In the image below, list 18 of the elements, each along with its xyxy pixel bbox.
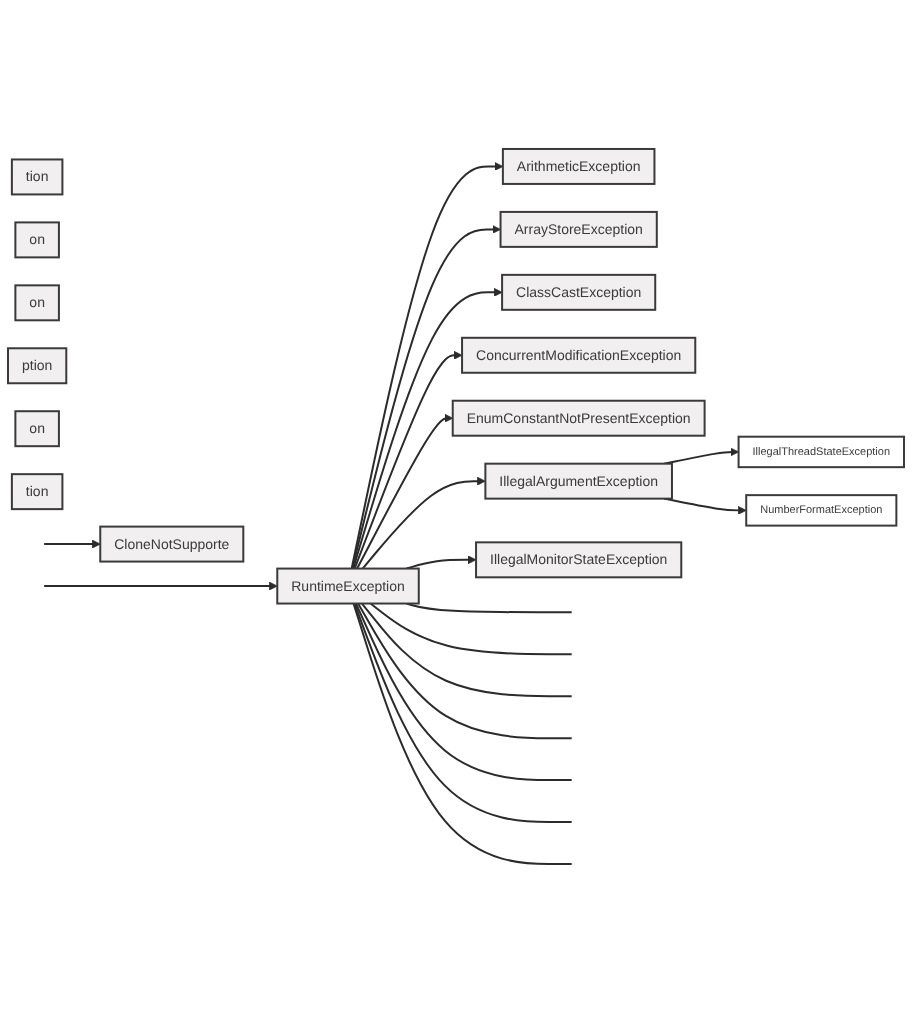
connector-line	[352, 602, 573, 866]
arrow	[663, 497, 747, 515]
connector-line	[357, 602, 573, 740]
arrow	[663, 447, 739, 465]
connector-line	[369, 602, 573, 656]
arrow	[353, 350, 463, 570]
connector-line	[360, 602, 573, 698]
arrow	[350, 162, 504, 570]
arrow	[361, 476, 486, 570]
arrow	[356, 413, 454, 570]
arrow	[352, 287, 503, 570]
arrow	[43, 539, 101, 549]
connector-line	[353, 602, 573, 824]
connector-line	[405, 602, 573, 614]
arrow	[43, 581, 278, 591]
arrow	[351, 225, 501, 570]
arrow	[405, 555, 477, 570]
connector-line	[354, 602, 573, 782]
